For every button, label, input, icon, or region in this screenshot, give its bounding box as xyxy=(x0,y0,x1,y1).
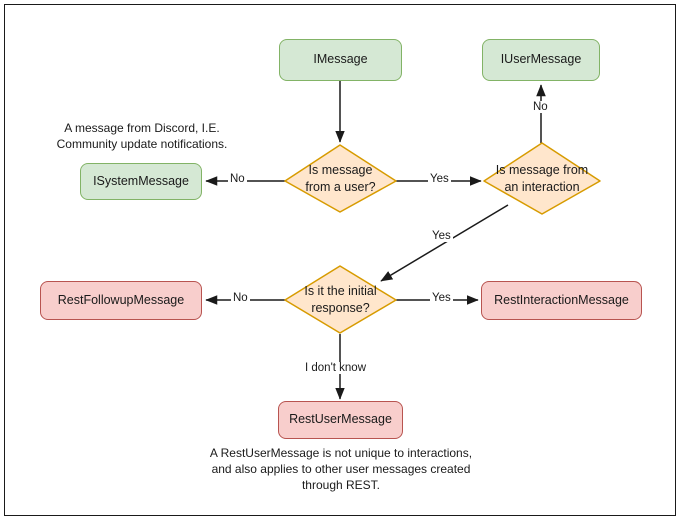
decision-interaction-label: Is message from an interaction xyxy=(495,163,589,194)
note-isystemmessage: A message from Discord, I.E. Community u… xyxy=(56,121,228,152)
node-restusermessage[interactable]: RestUserMessage xyxy=(278,401,403,439)
decision-initial-label: Is it the initial response? xyxy=(304,284,377,315)
decision-user[interactable]: Is message from a user? xyxy=(285,145,396,212)
edge-label-initial-yes: Yes xyxy=(430,292,453,304)
decision-user-label: Is message from a user? xyxy=(305,163,376,194)
edge-label-user-no: No xyxy=(228,173,247,185)
node-restinteractionmessage[interactable]: RestInteractionMessage xyxy=(481,281,642,320)
decision-initial[interactable]: Is it the initial response? xyxy=(285,266,396,333)
decision-interaction[interactable]: Is message from an interaction xyxy=(484,143,600,214)
edge-label-initial-unknown: I don't know xyxy=(303,362,369,374)
edge-label-interaction-yes: Yes xyxy=(430,230,453,242)
node-imessage[interactable]: IMessage xyxy=(279,39,402,81)
edge-label-interaction-no: No xyxy=(531,101,550,113)
edge-label-user-yes: Yes xyxy=(428,173,451,185)
node-restfollowupmessage[interactable]: RestFollowupMessage xyxy=(40,281,202,320)
note-restusermessage: A RestUserMessage is not unique to inter… xyxy=(209,446,473,493)
node-isystemmessage[interactable]: ISystemMessage xyxy=(80,163,202,200)
edge-label-initial-no: No xyxy=(231,292,250,304)
node-iusermessage[interactable]: IUserMessage xyxy=(482,39,600,81)
